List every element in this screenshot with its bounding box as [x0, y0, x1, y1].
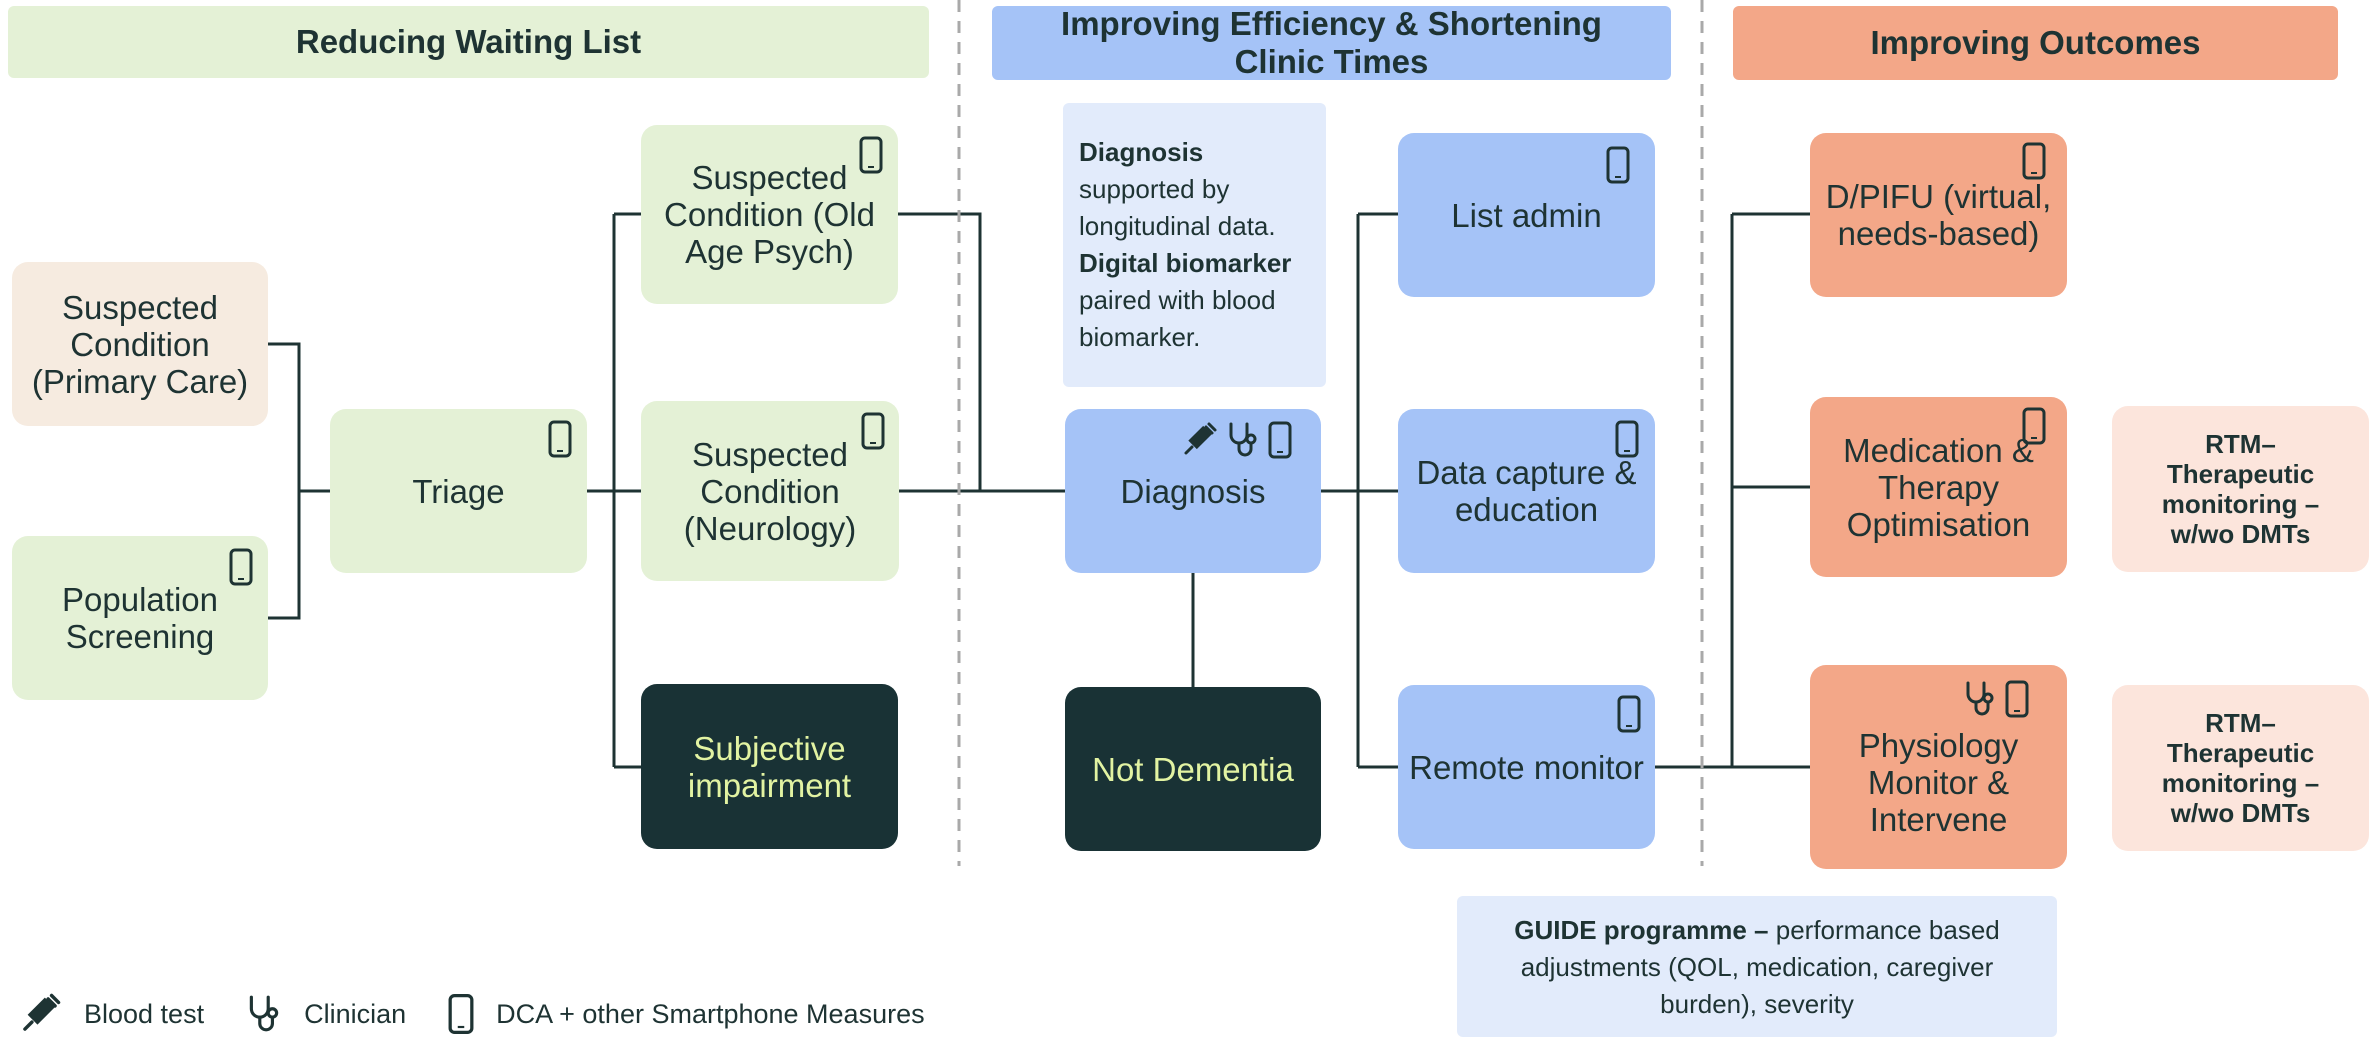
smartphone-icon — [229, 548, 253, 586]
guide-note: GUIDE programme – performance based adju… — [1457, 896, 2057, 1037]
stethoscope-icon — [1229, 422, 1257, 457]
smartphone-icon — [1615, 420, 1639, 458]
node-not-dementia: Not Dementia — [1065, 687, 1321, 851]
note-bold-diagnosis: Diagnosis — [1079, 137, 1204, 167]
smartphone-icon — [448, 993, 474, 1035]
icons-dpifu — [2022, 142, 2046, 180]
icons-old-age-psych — [859, 136, 883, 174]
smartphone-icon — [861, 412, 885, 450]
node-primary-care: Suspected Condition (Primary Care) — [12, 262, 268, 426]
node-data-capture: Data capture & education — [1398, 409, 1655, 573]
smartphone-icon — [2022, 142, 2046, 180]
node-remote-monitor: Remote monitor — [1398, 685, 1655, 849]
icons-list-admin — [1606, 146, 1630, 184]
node-subjective-impairment: Subjective impairment — [641, 684, 898, 849]
icons-data-capture — [1615, 420, 1639, 458]
icons-remote-monitor — [1617, 695, 1641, 733]
header-improving-efficiency: Improving Efficiency & Shortening Clinic… — [992, 5, 1671, 80]
syringe-icon — [1184, 422, 1217, 455]
node-rtm-1: RTM– Therapeutic monitoring – w/wo DMTs — [2112, 406, 2369, 572]
icons-triage — [548, 420, 572, 458]
node-triage: Triage — [330, 409, 587, 573]
node-old-age-psych: Suspected Condition (Old Age Psych) — [641, 125, 898, 304]
icons-diagnosis — [1180, 421, 1292, 459]
icons-population-screening — [229, 548, 253, 586]
node-population-screening: Population Screening — [12, 536, 268, 700]
stethoscope-icon — [1966, 681, 1994, 716]
guide-text: performance based adjustments (QOL, medi… — [1520, 915, 2000, 1019]
smartphone-icon — [1268, 421, 1292, 459]
smartphone-icon — [1606, 146, 1630, 184]
legend-clinician-label: Clinician — [304, 998, 407, 1029]
legend-dca: DCA + other Smartphone Measures — [448, 993, 925, 1035]
node-neurology: Suspected Condition (Neurology) — [641, 401, 899, 581]
node-physiology: Physiology Monitor & Intervene — [1810, 665, 2067, 869]
header-improving-outcomes: Improving Outcomes — [1733, 6, 2338, 80]
note-text-longitudinal: supported by longitudinal data. — [1079, 174, 1276, 241]
diagnosis-note: Diagnosis supported by longitudinal data… — [1063, 103, 1326, 387]
node-list-admin: List admin — [1398, 133, 1655, 297]
icons-physiology — [1963, 680, 2029, 718]
legend: Blood test Clinician DCA + other Smartph… — [18, 992, 967, 1036]
smartphone-icon — [2005, 680, 2029, 718]
icons-neurology — [861, 412, 885, 450]
legend-blood-test-label: Blood test — [84, 998, 205, 1029]
legend-blood-test: Blood test — [18, 992, 204, 1036]
note-bold-biomarker: Digital biomarker — [1079, 248, 1292, 278]
legend-dca-label: DCA + other Smartphone Measures — [496, 998, 925, 1029]
stethoscope-icon — [249, 995, 279, 1032]
header-reducing-waiting-list: Reducing Waiting List — [8, 6, 929, 78]
syringe-icon — [23, 993, 61, 1031]
smartphone-icon — [2022, 407, 2046, 445]
node-diagnosis: Diagnosis — [1065, 409, 1321, 573]
smartphone-icon — [548, 420, 572, 458]
smartphone-icon — [1617, 695, 1641, 733]
node-rtm-2: RTM– Therapeutic monitoring – w/wo DMTs — [2112, 685, 2369, 851]
icons-medication — [2022, 407, 2046, 445]
legend-clinician: Clinician — [246, 994, 406, 1034]
smartphone-icon — [859, 136, 883, 174]
guide-bold: GUIDE programme – — [1514, 915, 1769, 945]
note-text-blood: paired with blood biomarker. — [1079, 285, 1276, 352]
